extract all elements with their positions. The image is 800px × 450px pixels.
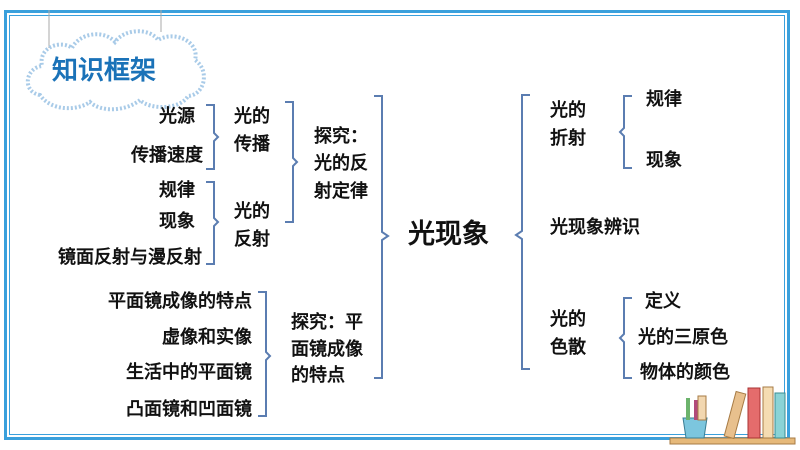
node-propagation-speed: 传播速度 (131, 145, 203, 166)
bracket (285, 101, 299, 223)
node-reflection-label-1: 光的 (234, 201, 270, 222)
cloud-shape (25, 29, 206, 112)
pencil-cup (682, 417, 708, 439)
bracket (618, 297, 632, 379)
node-mirror-item: 凸面镜和凹面镜 (126, 399, 252, 420)
node-reflection-inquiry-3: 射定律 (314, 181, 368, 202)
brackets (206, 94, 632, 417)
bracket (258, 291, 272, 417)
pencil (686, 398, 690, 420)
bracket (206, 181, 220, 265)
bookshelf-illustration (669, 386, 796, 445)
node-light-source: 光源 (159, 106, 195, 127)
node-refraction-label-2: 折射 (550, 128, 586, 149)
node-mirror-label-2: 面镜成像 (291, 339, 363, 360)
center-node: 光现象 (408, 219, 489, 250)
node-mirror-label-1: 探究：平 (291, 312, 363, 333)
node-dispersion-label-1: 光的 (550, 309, 586, 330)
node-identify: 光现象辨识 (550, 217, 640, 238)
node-mirror-item: 生活中的平面镜 (126, 362, 252, 383)
node-reflection-inquiry-2: 光的反 (314, 153, 368, 174)
node-reflection-label-2: 反射 (234, 229, 270, 250)
node-law: 规律 (159, 180, 195, 201)
node-mirror-item: 平面镜成像的特点 (108, 291, 252, 312)
node-dispersion-item: 光的三原色 (638, 327, 728, 348)
node-dispersion-item: 定义 (645, 291, 681, 312)
node-propagation-label-1: 光的 (234, 106, 270, 127)
node-refraction-law: 规律 (646, 89, 682, 110)
outer-frame (4, 10, 790, 440)
bracket (206, 104, 220, 170)
bracket (514, 94, 530, 370)
node-propagation-label-2: 传播 (234, 134, 270, 155)
node-dispersion-label-2: 色散 (550, 337, 586, 358)
book (747, 387, 761, 439)
inner-frame (9, 15, 785, 435)
node-mirror-item: 虚像和实像 (162, 327, 252, 348)
node-mirror-label-3: 的特点 (291, 365, 345, 386)
node-specular-diffuse: 镜面反射与漫反射 (58, 247, 202, 268)
node-dispersion-item: 物体的颜色 (640, 362, 730, 383)
bracket (618, 95, 632, 169)
node-refraction-label-1: 光的 (550, 100, 586, 121)
pencil (694, 400, 698, 420)
bracket (374, 95, 390, 379)
node-refraction-phenomenon: 现象 (646, 150, 682, 171)
book (762, 386, 774, 439)
node-reflection-inquiry-1: 探究： (314, 126, 368, 147)
node-phenomenon: 现象 (159, 211, 195, 232)
ruler (697, 395, 707, 421)
shelf (669, 437, 796, 445)
book (774, 392, 786, 439)
book (723, 390, 747, 440)
section-title: 知识框架 (52, 56, 157, 86)
